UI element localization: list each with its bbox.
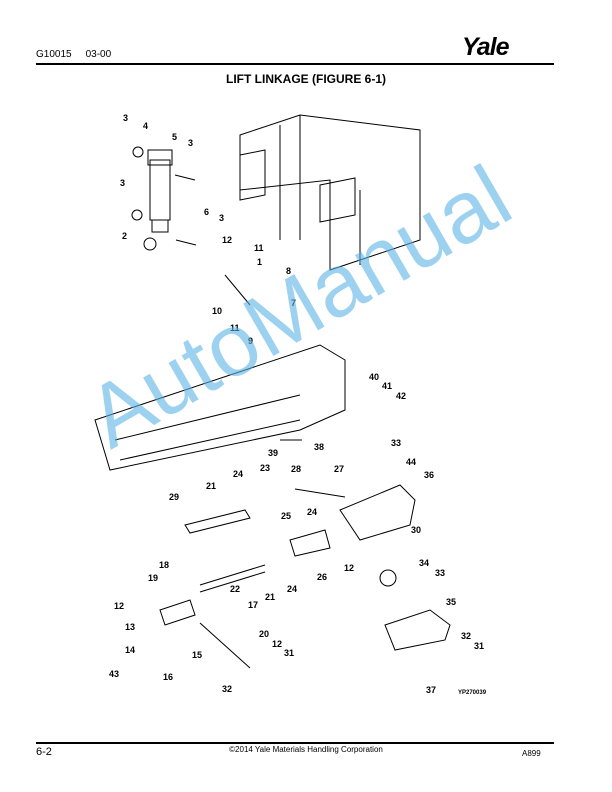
footer-rule [36,742,554,744]
callout-14: 14 [125,645,135,655]
callout-12: 12 [222,235,232,245]
callout-33: 33 [435,568,445,578]
callout-24: 24 [287,584,297,594]
header-doc-info: G10015 03-00 [36,49,125,60]
callout-30: 30 [411,525,421,535]
callout-42: 42 [396,391,406,401]
callout-38: 38 [314,442,324,452]
diagram-parts [94,114,451,669]
callout-27: 27 [334,464,344,474]
callout-15: 15 [192,650,202,660]
figure-id: YP270039 [458,690,487,696]
callout-34: 34 [419,558,429,568]
callout-4: 4 [143,121,148,131]
callout-13: 13 [125,622,135,632]
callout-26: 26 [317,572,327,582]
yale-logo: Yale [462,33,510,61]
callout-5: 5 [172,132,177,142]
page-title: LIFT LINKAGE (FIGURE 6-1) [226,72,386,86]
callout-21: 21 [206,481,216,491]
callout-22: 22 [230,584,240,594]
callout-43: 43 [109,669,119,679]
callout-35: 35 [446,597,456,607]
callout-36: 36 [424,470,434,480]
callout-33: 33 [391,438,401,448]
callout-20: 20 [259,629,269,639]
callout-11: 11 [254,243,264,253]
callout-18: 18 [159,560,169,570]
callout-12: 12 [114,601,124,611]
callout-44: 44 [406,457,416,467]
callout-1: 1 [257,257,262,267]
callout-41: 41 [382,381,392,391]
callout-12: 12 [344,563,354,573]
doc-date: 03-00 [85,49,112,60]
doc-code: A899 [522,749,541,758]
callout-8: 8 [286,266,291,276]
callout-28: 28 [291,464,301,474]
callout-23: 23 [260,463,270,473]
doc-number: G10015 [36,49,72,60]
callout-25: 25 [281,511,291,521]
callout-3: 3 [219,213,224,223]
callout-32: 32 [461,631,471,641]
callout-3: 3 [120,178,125,188]
callout-40: 40 [369,372,379,382]
callout-21: 21 [265,592,275,602]
callout-6: 6 [204,207,209,217]
callout-2: 2 [122,231,127,241]
callout-16: 16 [163,672,173,682]
callout-7: 7 [291,298,296,308]
callout-24: 24 [233,469,243,479]
callout-19: 19 [148,573,158,583]
callout-31: 31 [284,648,294,658]
callout-12: 12 [272,639,282,649]
copyright: ©2014 Yale Materials Handling Corporatio… [229,745,383,754]
callout-39: 39 [268,448,278,458]
callout-11: 11 [230,323,240,333]
callout-9: 9 [248,336,253,346]
header-rule [36,63,554,65]
page-number: 6-2 [36,746,52,758]
callout-31: 31 [474,641,484,651]
callout-29: 29 [169,492,179,502]
callout-32: 32 [222,684,232,694]
callout-3: 3 [188,138,193,148]
callout-24: 24 [307,507,317,517]
callout-37: 37 [426,685,436,695]
callout-17: 17 [248,600,258,610]
callout-3: 3 [123,113,128,123]
callout-10: 10 [212,306,222,316]
